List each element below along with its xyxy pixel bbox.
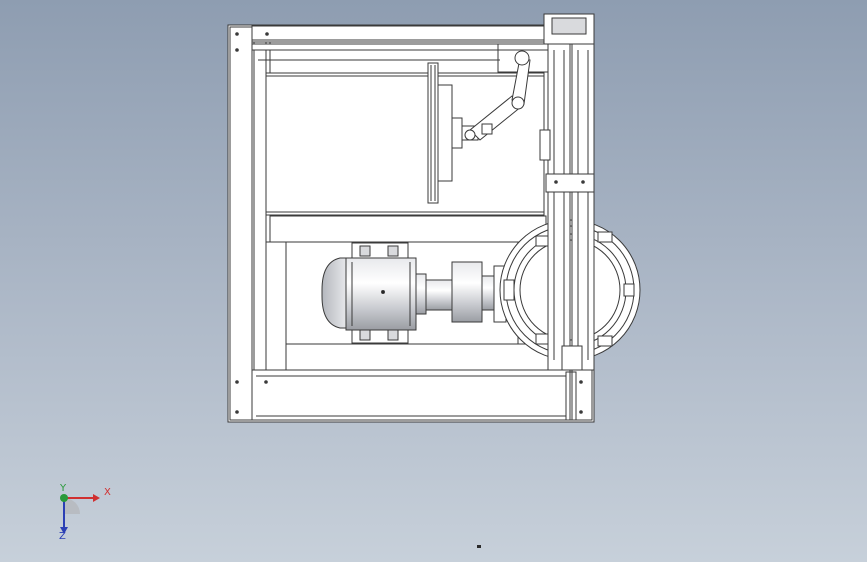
x-arrow-icon [93, 494, 100, 502]
robot-arm[interactable] [464, 50, 531, 141]
vertical-column[interactable] [539, 13, 595, 421]
table-plate[interactable] [265, 72, 545, 216]
z-axis-label: Z [59, 531, 66, 542]
motor[interactable] [321, 242, 417, 344]
coupling[interactable] [415, 261, 507, 323]
triad-graphic [60, 494, 100, 534]
z-arrow-icon [60, 527, 68, 534]
frame-fasteners [235, 32, 585, 414]
x-axis-label: X [104, 487, 111, 498]
y-axis-label: Y [60, 483, 67, 494]
y-axis-dot-icon [60, 494, 68, 502]
origin-marker [477, 545, 481, 548]
axis-triad[interactable]: X Y Z [48, 484, 118, 544]
triad-shadow [64, 498, 80, 514]
